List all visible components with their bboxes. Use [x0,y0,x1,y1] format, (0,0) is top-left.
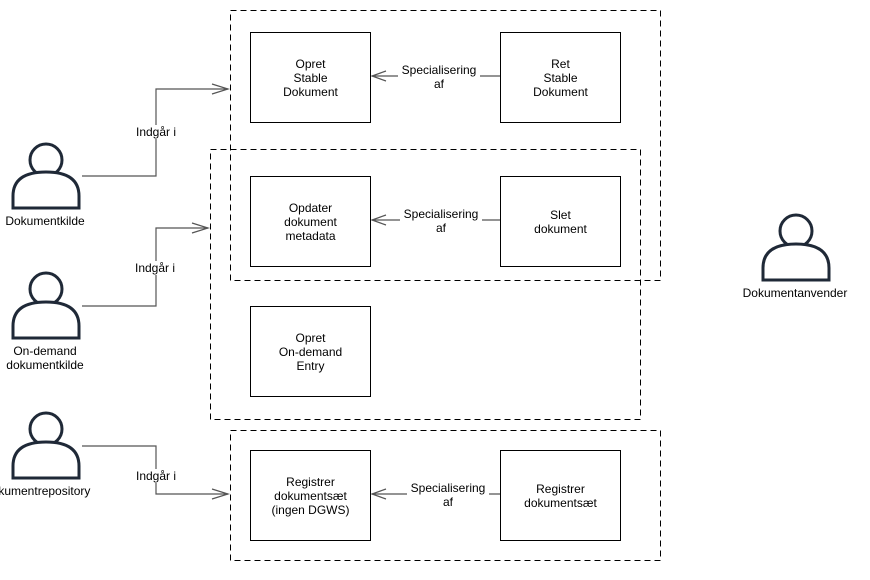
connector-repository-arrowhead [211,488,231,500]
use-case-registrer[interactable]: Registrer dokumentsæt [500,450,621,541]
group-frame-top [230,10,661,281]
actor-anvender-icon [761,213,831,282]
group-frame-bottom [230,430,661,561]
specialization-label-1: Specialisering af [398,63,480,91]
specialization-label-3: Specialisering af [407,481,489,509]
use-case-opret-stable[interactable]: Opret Stable Dokument [250,32,371,123]
actor-kilde-icon [11,142,81,210]
include-label-kilde: Indgår i [131,125,181,139]
include-label-ondemand: Indgår i [130,261,180,275]
use-case-opdater-metadata[interactable]: Opdater dokument metadata [250,176,371,267]
use-case-registrer-ingen-dgws[interactable]: Registrer dokumentsæt (ingen DGWS) [250,450,371,541]
specialization-label-2: Specialisering af [400,207,482,235]
group-frame-middle [210,149,641,420]
actor-repository-label: Dokumentrepository [0,484,91,498]
include-label-repository: Indgår i [131,469,181,483]
use-case-ret-stable[interactable]: Ret Stable Dokument [500,32,621,123]
connector-ondemand-arrowhead [191,222,211,234]
use-case-slet-dokument[interactable]: Slet dokument [500,176,621,267]
specialization-arrowhead-2 [370,214,387,226]
connector-kilde-arrowhead [211,83,231,95]
specialization-arrowhead-3 [370,488,387,500]
actor-repository-icon [11,411,81,480]
actor-ondemand-label: On-demand dokumentkilde [6,344,84,372]
specialization-arrowhead-1 [370,70,387,82]
actor-kilde-label: Dokumentkilde [5,214,85,228]
actor-ondemand-icon [11,271,81,340]
use-case-opret-ondemand[interactable]: Opret On-demand Entry [250,306,371,397]
actor-anvender-label: Dokumentanvender [742,286,848,300]
